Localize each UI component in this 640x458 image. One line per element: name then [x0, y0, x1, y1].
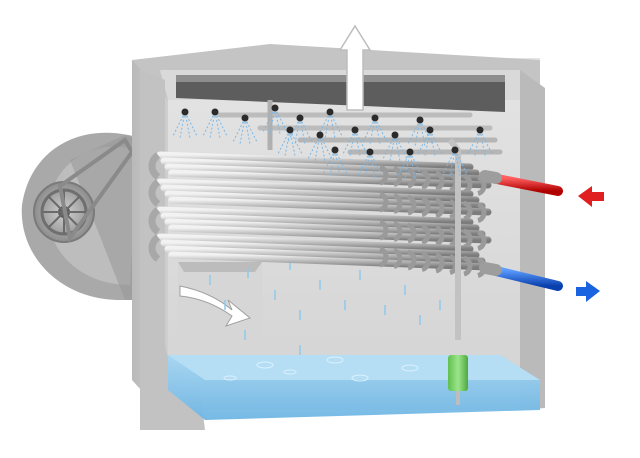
spray-cone	[262, 107, 288, 135]
coil-return-bend	[392, 221, 403, 242]
spray-nozzle	[426, 126, 434, 134]
coil-return-bend	[406, 249, 417, 271]
coil-return-bend	[406, 222, 417, 244]
spray-nozzle	[286, 126, 294, 134]
spray-cone	[307, 134, 333, 162]
up-arrow-icon	[338, 24, 372, 111]
coil-return-bend	[434, 225, 445, 247]
spray-nozzle	[416, 116, 424, 124]
coil-return-bend	[392, 193, 403, 214]
coil-tube	[168, 251, 492, 271]
coil-return-bend	[378, 164, 389, 186]
coil-tube	[168, 169, 492, 189]
spray-cone	[467, 129, 493, 157]
coil-return-bend	[378, 219, 389, 241]
spray-nozzle	[331, 146, 339, 154]
spray-cone	[407, 119, 433, 147]
coil-tube	[156, 178, 474, 198]
spray-cone	[442, 149, 468, 177]
coil-tube	[168, 224, 492, 244]
hot-inlet-pipe	[479, 170, 563, 196]
coil-return-bend	[434, 197, 445, 219]
spray-nozzle	[391, 131, 399, 139]
coil-tube	[168, 196, 492, 216]
coil-return-bend	[406, 167, 417, 189]
spray-cone	[232, 117, 258, 145]
spray-nozzle	[451, 146, 459, 154]
spray-nozzle	[316, 131, 324, 139]
spray-cone	[397, 151, 423, 179]
spray-nozzle	[241, 114, 249, 122]
spray-cone	[362, 117, 388, 145]
spray-nozzles	[172, 104, 493, 179]
spray-nozzle	[211, 108, 219, 116]
coil-bend	[148, 152, 161, 180]
spray-cone	[342, 129, 368, 157]
spray-cone	[322, 149, 348, 177]
coil-return-bend	[378, 246, 389, 268]
coil-return-bend	[476, 230, 487, 251]
spray-cone	[357, 151, 383, 179]
spray-cone	[417, 129, 443, 157]
coil-return-bend	[434, 252, 445, 274]
spray-cone	[172, 111, 198, 139]
spray-nozzle	[366, 148, 374, 156]
spray-nozzle	[271, 104, 279, 112]
spray-cone	[317, 111, 343, 139]
spray-nozzle	[296, 114, 304, 122]
coil-return-bend	[406, 194, 417, 216]
coil-tube	[156, 206, 474, 226]
coil-bend	[148, 234, 161, 262]
coil-return-bend	[462, 200, 473, 222]
coil-return-bend	[420, 251, 431, 272]
spray-cone	[277, 129, 303, 157]
left-arrow-icon	[578, 186, 604, 207]
spray-nozzle	[181, 108, 189, 116]
pump-filter	[448, 355, 468, 405]
spray-nozzle	[476, 126, 484, 134]
coil-return-bend	[434, 170, 445, 192]
water-basin	[168, 355, 540, 420]
spray-nozzle	[371, 114, 379, 122]
cold-outlet-pipe	[479, 262, 563, 291]
spray-cone	[287, 117, 313, 145]
coil-bend	[148, 207, 161, 235]
falling-water-drops	[209, 260, 441, 355]
spray-cone	[382, 134, 408, 162]
spray-nozzle	[326, 108, 334, 116]
curved-arrow-icon	[179, 285, 252, 327]
coil-tube	[156, 151, 474, 171]
spray-cone	[202, 111, 228, 139]
coil-return-bend	[392, 248, 403, 269]
coil-bend	[148, 179, 161, 207]
condenser-coil	[148, 151, 492, 278]
coil-return-bend	[420, 196, 431, 217]
coil-return-bend	[476, 202, 487, 223]
coil-return-bend	[420, 224, 431, 245]
right-arrow-icon	[576, 281, 600, 302]
coil-tube	[156, 233, 474, 253]
coil-return-bend	[462, 255, 473, 277]
coil-return-bend	[378, 191, 389, 213]
coil-return-bend	[392, 166, 403, 187]
coil-return-bend	[420, 169, 431, 190]
spray-nozzle	[351, 126, 359, 134]
spray-nozzle	[406, 148, 414, 156]
